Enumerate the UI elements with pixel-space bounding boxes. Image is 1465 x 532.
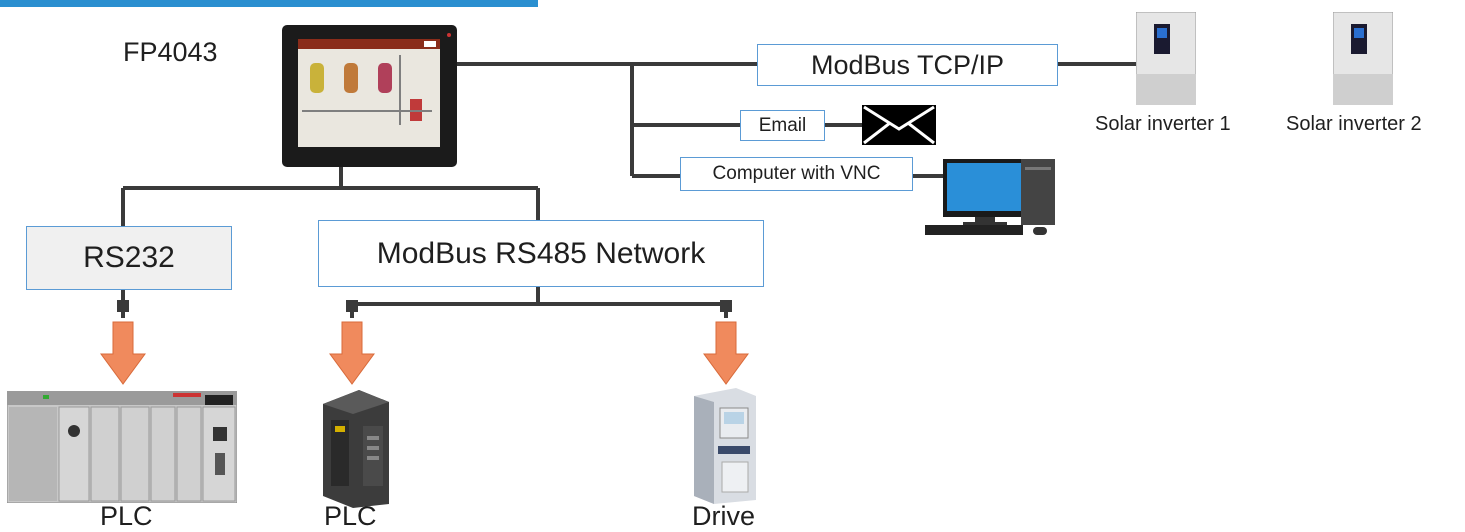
hmi-model-label: FP4043	[123, 37, 218, 67]
arrow-down-icon	[100, 321, 146, 385]
rs485-network-box: ModBus RS485 Network	[318, 220, 764, 287]
plc-rack-label: PLC	[100, 501, 153, 531]
drive-icon	[690, 388, 758, 504]
email-box: Email	[740, 110, 825, 141]
plc-module-icon	[317, 386, 393, 508]
drive-label: Drive	[692, 501, 756, 531]
plc-compact-label: PLC	[324, 501, 377, 531]
rs232-box: RS232	[26, 226, 232, 290]
modbus-tcp-box: ModBus TCP/IP	[757, 44, 1058, 86]
arrow-down-icon	[329, 321, 375, 385]
solar-inverter-icon	[1332, 11, 1394, 106]
arrow-down-icon	[703, 321, 749, 385]
plc-rack-icon	[6, 390, 238, 504]
solar-inverter-icon	[1135, 11, 1197, 106]
solar-inverter-2-label: Solar inverter 2	[1286, 113, 1422, 135]
envelope-icon	[862, 105, 936, 145]
hmi-panel-icon	[282, 25, 457, 167]
vnc-box: Computer with VNC	[680, 157, 913, 191]
solar-inverter-1-label: Solar inverter 1	[1095, 113, 1231, 135]
desktop-computer-icon	[925, 155, 1055, 237]
accent-bar	[0, 0, 538, 7]
